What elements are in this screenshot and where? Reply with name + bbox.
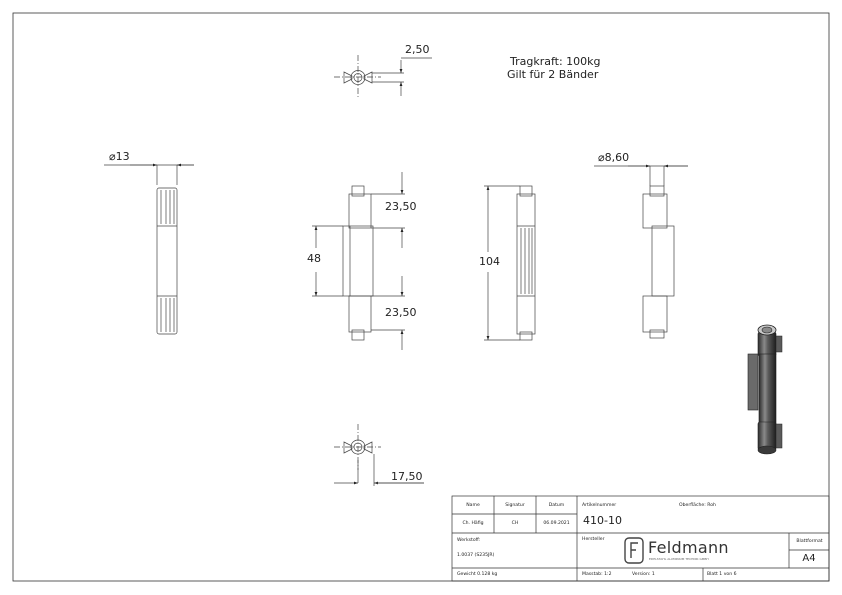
drafter-signature: CH	[511, 521, 519, 526]
version: Version: 1	[632, 572, 655, 577]
dim-wing-thickness: 2,50	[405, 43, 430, 56]
feldmann-logo-icon	[624, 537, 644, 564]
drafter-name: Ch. Häfig	[462, 521, 484, 526]
drawing-date: 06.09.2021	[543, 521, 570, 526]
dim-diameter-pin: ⌀13	[109, 150, 130, 163]
isometric-render	[747, 324, 783, 455]
right-view	[594, 164, 688, 339]
dim-segment-bottom: 23,50	[385, 306, 417, 319]
header-signature: Signatur	[505, 503, 525, 508]
format-value: A4	[802, 553, 816, 564]
header-name: Name	[466, 503, 480, 508]
format-label: Blattformat	[796, 539, 823, 544]
diameter-symbol-icon: ⌀	[109, 150, 116, 163]
scale: Masstab: 1:2	[582, 572, 612, 577]
article-number: 410-10	[583, 514, 622, 527]
side-view-left	[104, 163, 194, 335]
logo-name: Feldmann	[648, 538, 729, 557]
bottom-view	[334, 424, 424, 486]
sheet-number: Blatt 1 von 6	[707, 572, 737, 577]
manufacturer-label: Hersteller	[582, 537, 605, 542]
load-capacity-note: Tragkraft: 100kg	[510, 55, 601, 68]
sheet-border	[12, 12, 830, 582]
material-label: Werkstoff:	[457, 538, 481, 543]
dim-segment-top: 23,50	[385, 200, 417, 213]
material-value: 1.0037 (S235JR)	[457, 553, 495, 558]
pair-note: Gilt für 2 Bänder	[507, 68, 599, 81]
dim-diameter-knuckle: ⌀8,60	[598, 151, 630, 164]
dim-middle-length: 48	[307, 252, 321, 265]
article-number-label: Artikelnummer	[582, 503, 617, 508]
top-view	[334, 55, 432, 99]
dim-total-length: 104	[479, 255, 500, 268]
header-date: Datum	[548, 503, 565, 508]
weight: Gewicht 0.128 kg	[457, 572, 498, 577]
title-block-frame	[451, 495, 830, 582]
middle-view	[484, 185, 536, 341]
surface-finish: Oberfläche: Roh	[679, 503, 716, 508]
front-view	[312, 172, 405, 350]
logo-tagline: EDELSTAHL ALUMINIUM TECHNIK GMBH	[649, 557, 709, 561]
dim-bottom-offset: 17,50	[391, 470, 423, 483]
diameter-symbol-icon: ⌀	[598, 151, 605, 164]
